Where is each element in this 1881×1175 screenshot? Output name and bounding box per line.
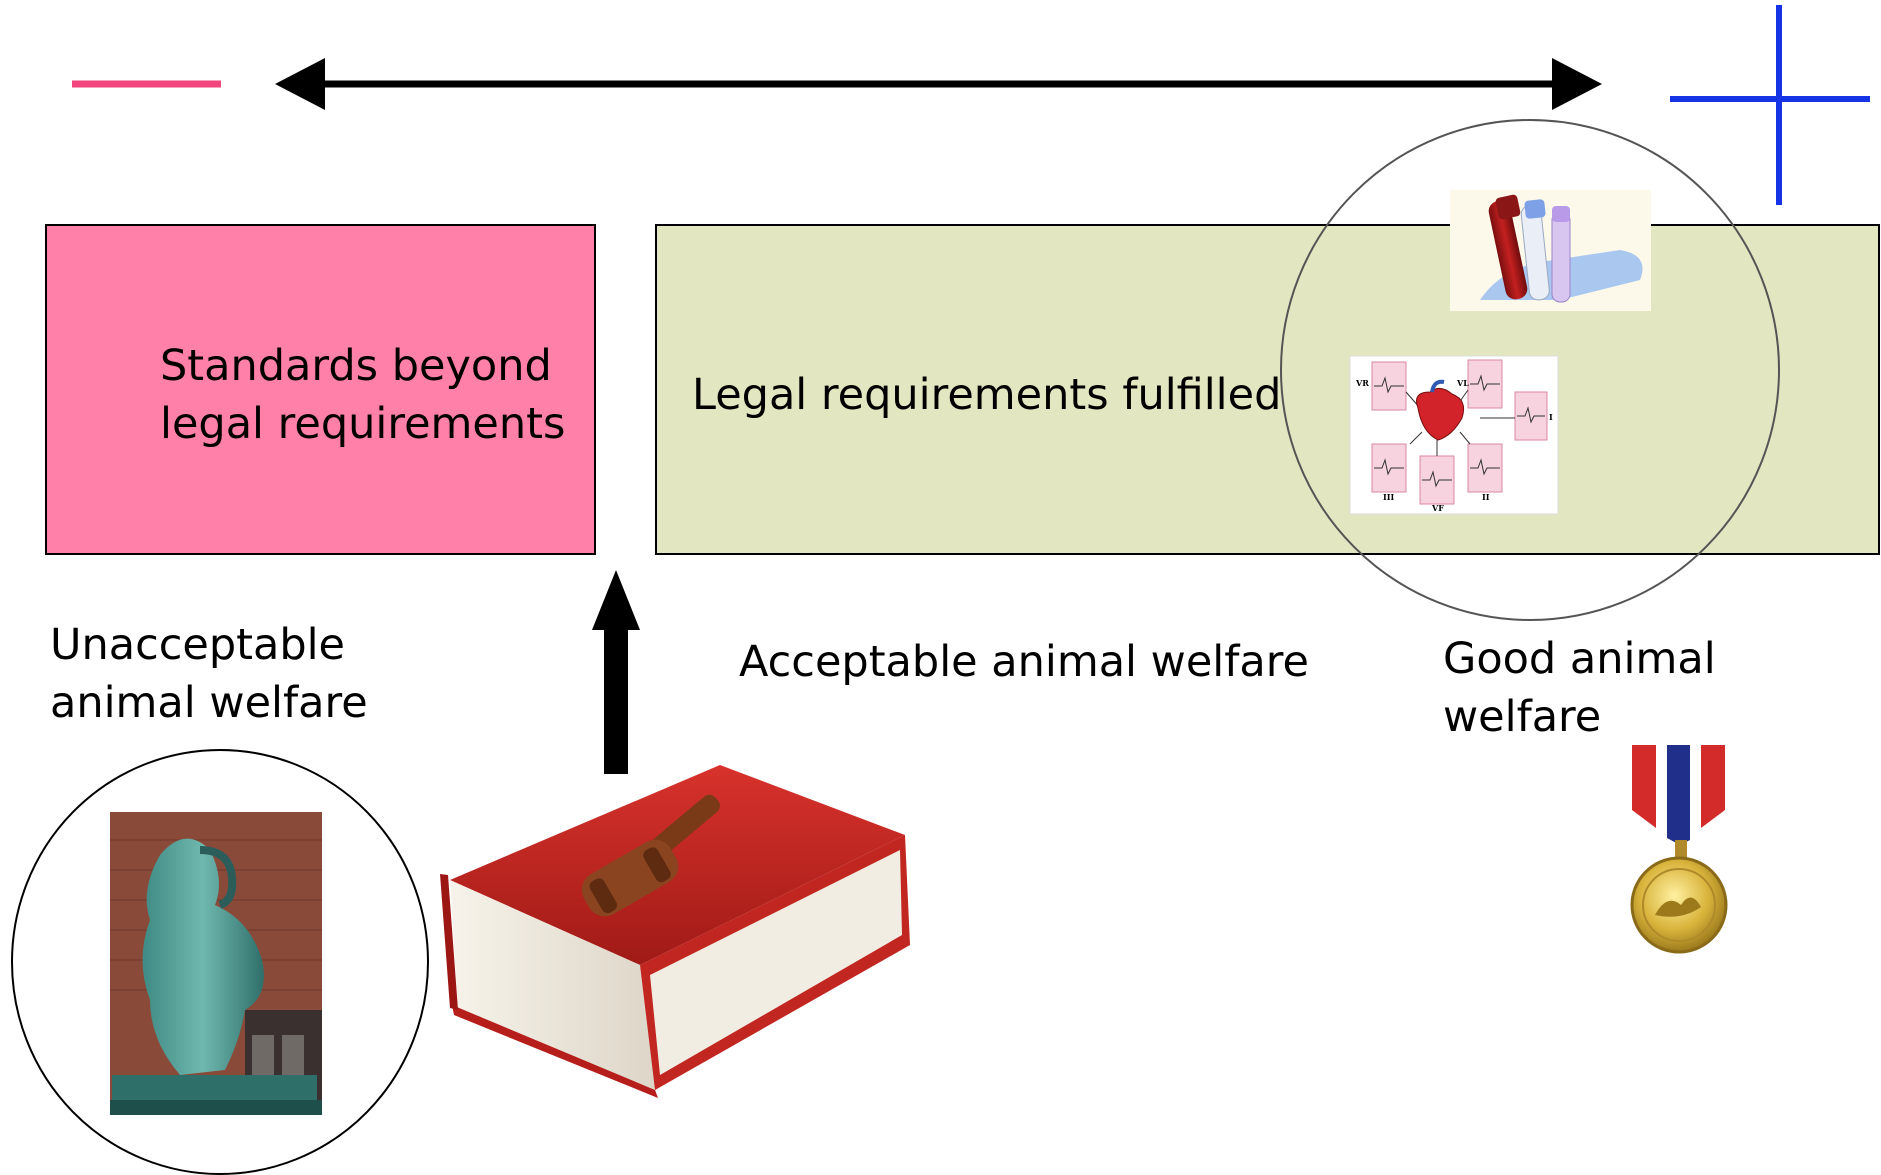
svg-text:VR: VR (1355, 378, 1369, 388)
medal-image (1630, 745, 1728, 954)
box-legal-requirements-fulfilled (655, 224, 1880, 555)
circle-unacceptable-welfare (11, 749, 429, 1175)
svg-text:VF: VF (1431, 503, 1444, 513)
level-label-acceptable: Acceptable animal welfare (739, 637, 1309, 687)
gavel-icon (581, 794, 720, 917)
double-headed-arrow (275, 58, 1602, 110)
upward-arrow (592, 570, 640, 774)
box-standards-beyond-legal (45, 224, 596, 555)
svg-text:I: I (1549, 412, 1553, 422)
circle-good-welfare (1280, 119, 1780, 621)
blood-sample-tubes-image (1450, 190, 1651, 311)
plus-sign (1670, 5, 1870, 205)
svg-text:VL: VL (1456, 378, 1469, 388)
box-text-legal-requirements-fulfilled: Legal requirements fulfilled (692, 370, 1282, 420)
level-label-good: Good animal welfare (1443, 634, 1716, 742)
svg-text:III: III (1383, 492, 1394, 502)
law-book-with-gavel-image (440, 765, 910, 1098)
level-label-unacceptable: Unacceptable animal welfare (50, 620, 368, 728)
svg-text:II: II (1482, 492, 1490, 502)
box-text-standards-beyond-legal: Standards beyond legal requirements (160, 341, 566, 449)
thinker-statue-image (110, 812, 322, 1115)
